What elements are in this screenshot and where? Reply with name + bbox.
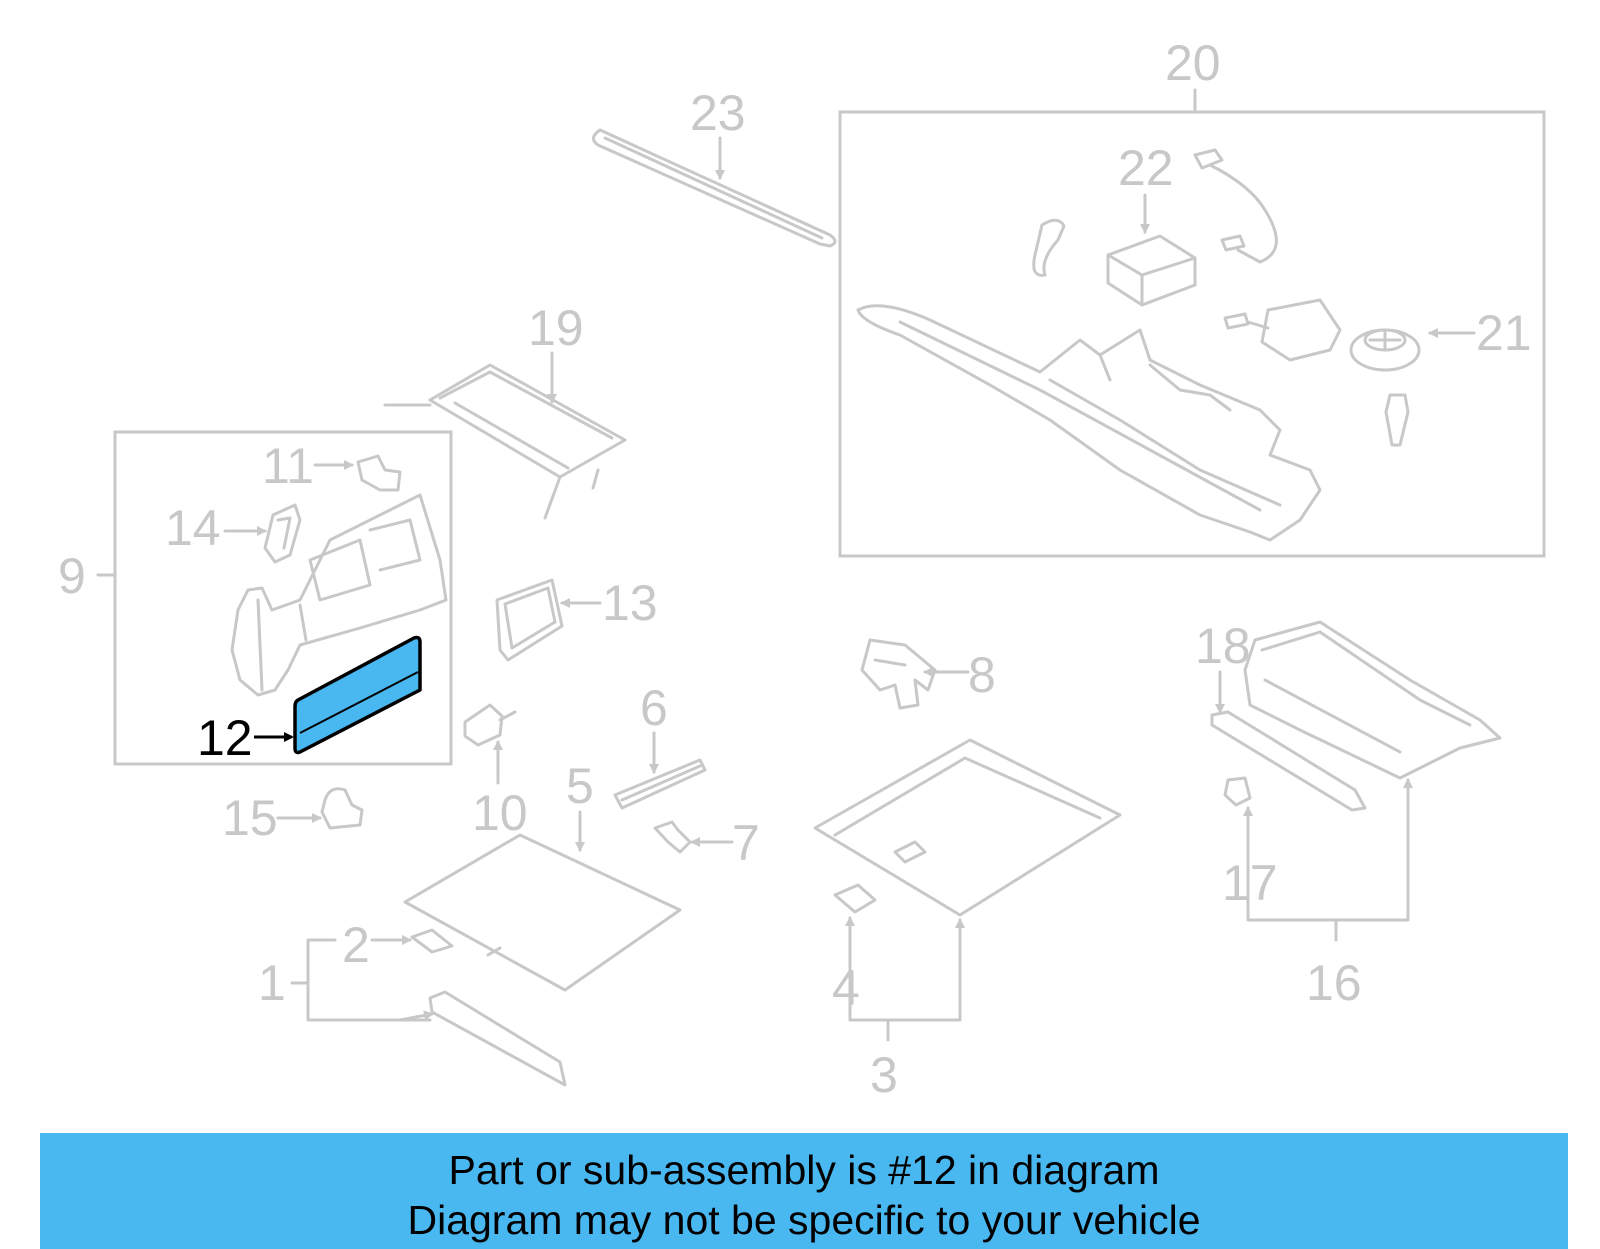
part-15-cap xyxy=(320,787,364,830)
callout-12: 12 xyxy=(197,710,253,766)
part-6-rail xyxy=(613,758,707,810)
part-7-fastener xyxy=(653,820,692,854)
part-5-floor-board xyxy=(403,833,682,992)
leader-1-bracket xyxy=(290,938,432,1022)
part-20-pillar-panel xyxy=(856,304,1322,542)
part-14-bracket xyxy=(263,503,302,564)
callout-18: 18 xyxy=(1195,618,1251,674)
callout-7: 7 xyxy=(732,815,760,871)
callout-23: 23 xyxy=(690,85,746,141)
callout-9: 9 xyxy=(58,548,86,604)
part-12-highlighted-panel xyxy=(293,635,422,755)
info-banner: Part or sub-assembly is #12 in diagram D… xyxy=(40,1133,1568,1249)
callout-22: 22 xyxy=(1118,140,1174,196)
part-9-quarter-trim xyxy=(230,493,448,697)
part-21-motor xyxy=(1223,298,1421,447)
part-10-hook xyxy=(463,703,517,747)
part-17-clip xyxy=(1223,776,1252,807)
part-18-strip xyxy=(1210,710,1367,812)
callout-10: 10 xyxy=(472,785,528,841)
part-8-bracket xyxy=(860,638,937,710)
leader-1-arrow xyxy=(398,1010,434,1022)
callout-21: 21 xyxy=(1476,305,1532,361)
callout-1: 1 xyxy=(258,955,286,1011)
callout-11: 11 xyxy=(262,438,314,494)
callout-15: 15 xyxy=(222,790,278,846)
assembly-box-20 xyxy=(838,110,1546,558)
part-1-sill-strip xyxy=(428,990,567,1087)
part-13-panel xyxy=(495,578,564,662)
banner-line-2: Diagram may not be specific to your vehi… xyxy=(407,1197,1201,1243)
callout-17: 17 xyxy=(1222,855,1278,911)
part-2-clip xyxy=(410,928,454,954)
leader-16-bracket xyxy=(1246,780,1410,942)
callout-20: 20 xyxy=(1165,35,1221,91)
callout-13: 13 xyxy=(602,575,658,631)
callout-2: 2 xyxy=(342,917,370,973)
callout-19: 19 xyxy=(528,300,584,356)
callout-4: 4 xyxy=(832,960,860,1016)
part-11-clip xyxy=(356,454,402,492)
part-23-trim-strip xyxy=(592,128,837,248)
callout-5: 5 xyxy=(566,758,594,814)
part-16-rear-trim xyxy=(1243,620,1502,780)
part-12-panel-face xyxy=(293,635,422,755)
callout-6: 6 xyxy=(640,680,668,736)
callout-16: 16 xyxy=(1306,955,1362,1011)
callout-8: 8 xyxy=(968,647,996,703)
part-4-clip xyxy=(833,883,877,914)
callout-3: 3 xyxy=(870,1047,898,1103)
leader-3-bracket xyxy=(848,918,962,1042)
assembly-box-9 xyxy=(113,430,453,766)
part-22-module xyxy=(1032,148,1278,307)
banner-line-1: Part or sub-assembly is #12 in diagram xyxy=(448,1147,1160,1193)
part-19-cargo-cover xyxy=(383,363,627,520)
part-3-floor-mat xyxy=(813,738,1122,917)
callout-14: 14 xyxy=(165,500,221,556)
